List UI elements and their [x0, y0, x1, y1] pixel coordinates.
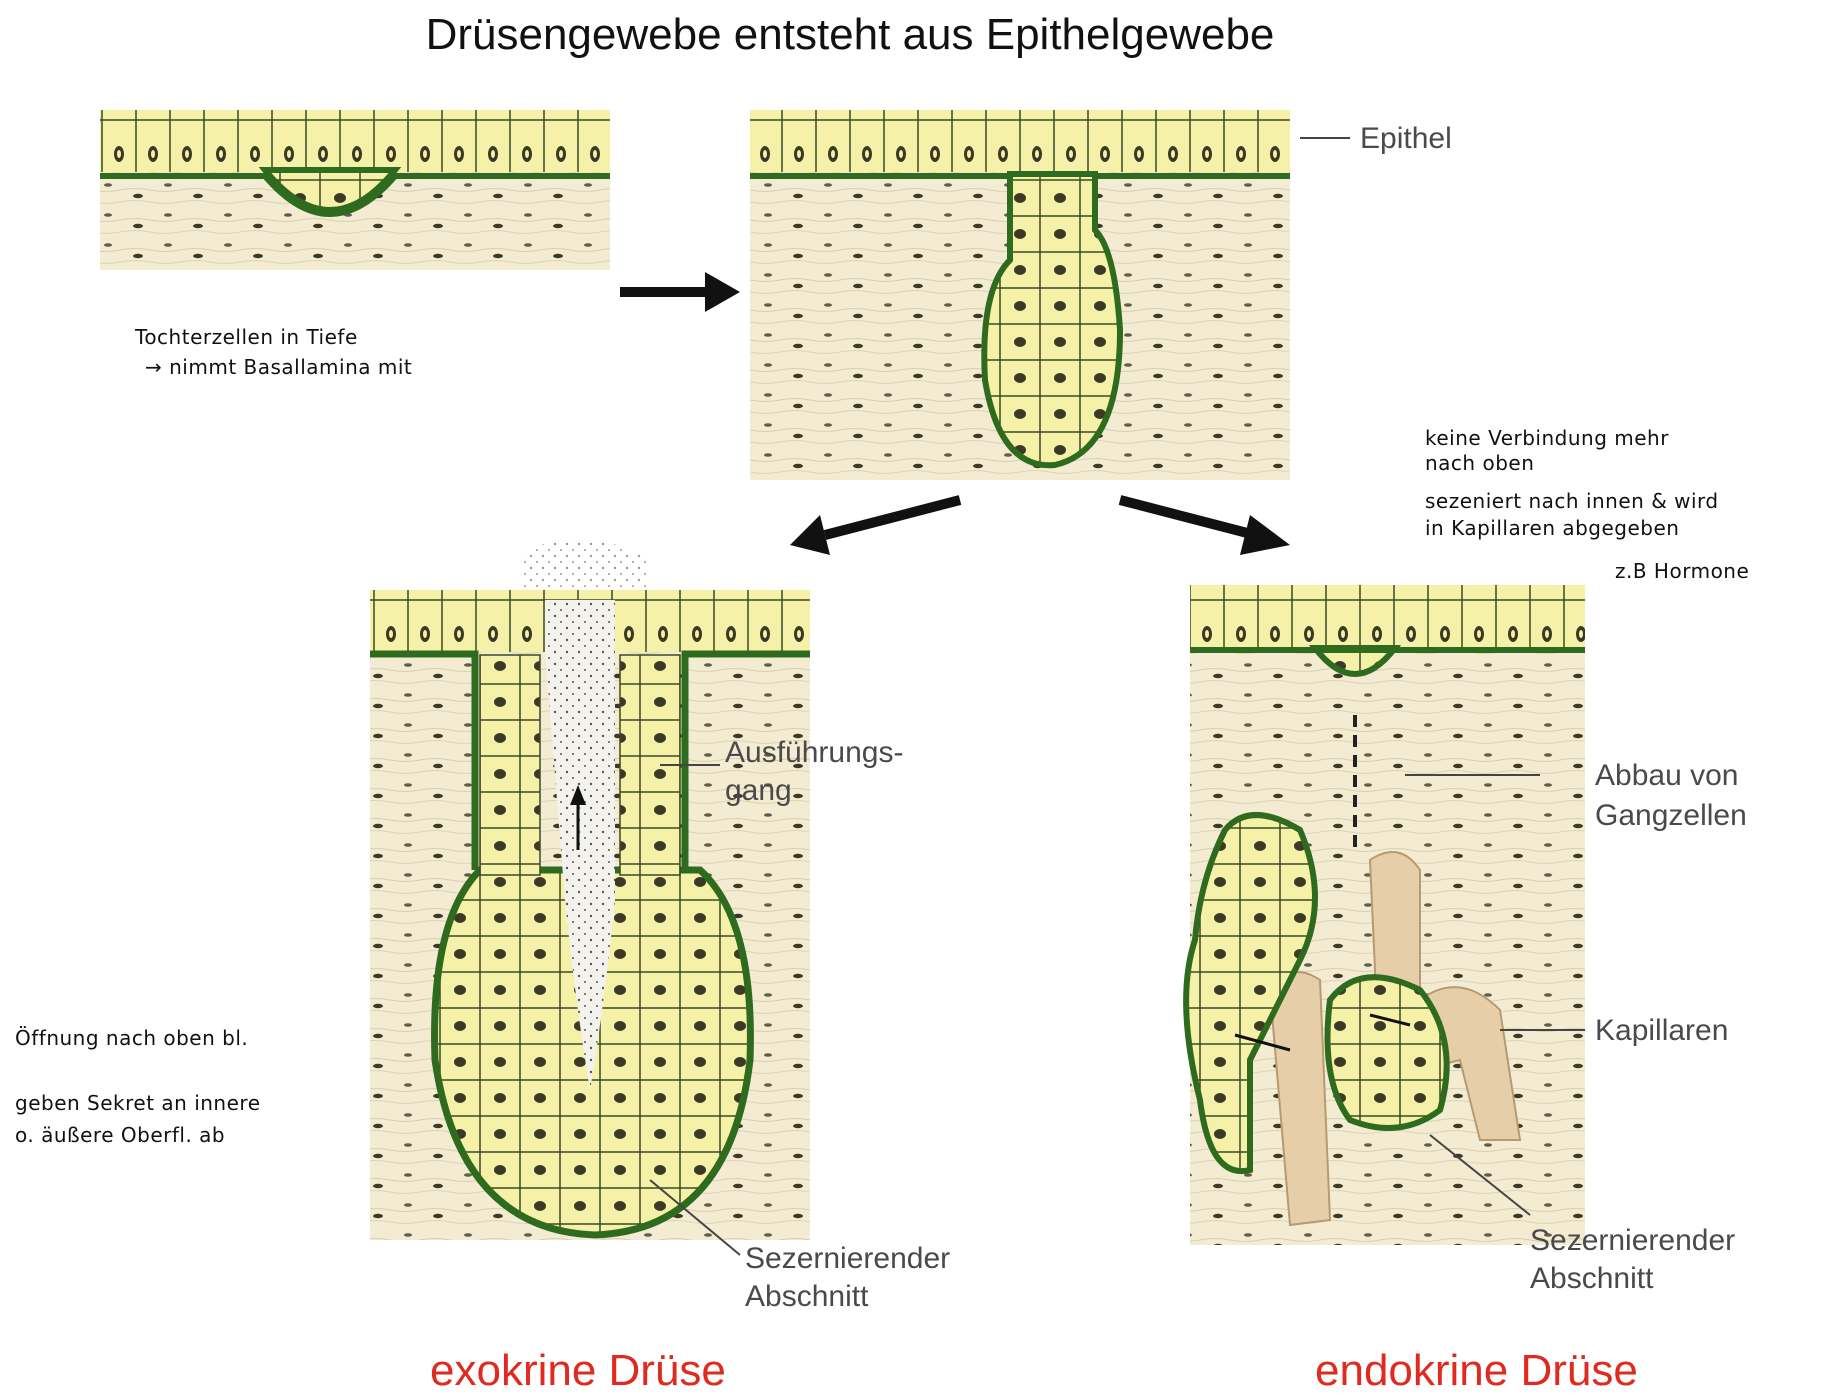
label-kapillaren: Kapillaren: [1595, 1014, 1728, 1047]
label-sezern-exo-2: Abschnitt: [745, 1280, 869, 1313]
secretion-arrow-icon: [1369, 1013, 1411, 1027]
panel-step2: [750, 110, 1290, 480]
secretion-arrow-icon: [1234, 1033, 1291, 1052]
sezern-exo-leader: [649, 1179, 741, 1256]
label-sezern-endo-2: Abschnitt: [1530, 1262, 1654, 1295]
solid-cell-cord: [981, 171, 1124, 469]
panel-step1: [100, 110, 610, 270]
arrow-down-right-icon: [1118, 495, 1290, 555]
arrow-right-icon: [620, 272, 740, 312]
epithelium-layer: [750, 110, 1290, 172]
arrow-down-left-icon: [790, 495, 962, 555]
duct-wall-left: [479, 654, 541, 876]
label-ausfuehrung-1: Ausführungs-: [725, 736, 903, 769]
label-abbau-2: Gangzellen: [1595, 799, 1747, 832]
panel-endocrine: [1183, 585, 1585, 1245]
note-endo-line5: z.B Hormone: [1615, 559, 1749, 583]
cell-bud: [258, 167, 402, 213]
label-epithel: Epithel: [1360, 122, 1452, 155]
secretion-cloud: [520, 538, 650, 600]
label-sezern-exo-1: Sezernierender: [745, 1242, 950, 1275]
page-title: Drüsengewebe entsteht aus Epithelgewebe: [425, 10, 1275, 59]
caption-exokrine: exokrine Drüse: [430, 1346, 726, 1395]
note-step1-line1: Tochterzellen in Tiefe: [134, 325, 358, 349]
note-endo-line2: nach oben: [1425, 451, 1534, 475]
cell-cluster-right: [1324, 974, 1450, 1131]
note-exo-line1: Öffnung nach oben bl.: [15, 1026, 248, 1050]
note-endo-line4: in Kapillaren abgegeben: [1425, 516, 1679, 540]
note-step1-line2: → nimmt Basallamina mit: [145, 355, 412, 379]
label-abbau-1: Abbau von: [1595, 759, 1738, 792]
epithelium-layer: [100, 110, 610, 172]
note-exo-line2: geben Sekret an innere: [15, 1091, 261, 1115]
sezern-endo-leader: [1429, 1134, 1531, 1216]
cell-cluster-left: [1183, 812, 1318, 1175]
secretion-dots: [545, 600, 615, 1090]
panel-exocrine: [370, 538, 810, 1240]
basal-lamina: [100, 173, 610, 217]
note-exo-line3: o. äußere Oberfl. ab: [15, 1123, 225, 1147]
note-endo-line1: keine Verbindung mehr: [1425, 426, 1669, 450]
note-endo-line3: sezeniert nach innen & wird: [1425, 489, 1719, 513]
caption-endokrine: endokrine Drüse: [1315, 1346, 1638, 1395]
label-sezern-endo-1: Sezernierender: [1530, 1224, 1735, 1257]
epithelium-layer: [1190, 585, 1585, 647]
label-ausfuehrung-2: gang: [725, 774, 792, 807]
